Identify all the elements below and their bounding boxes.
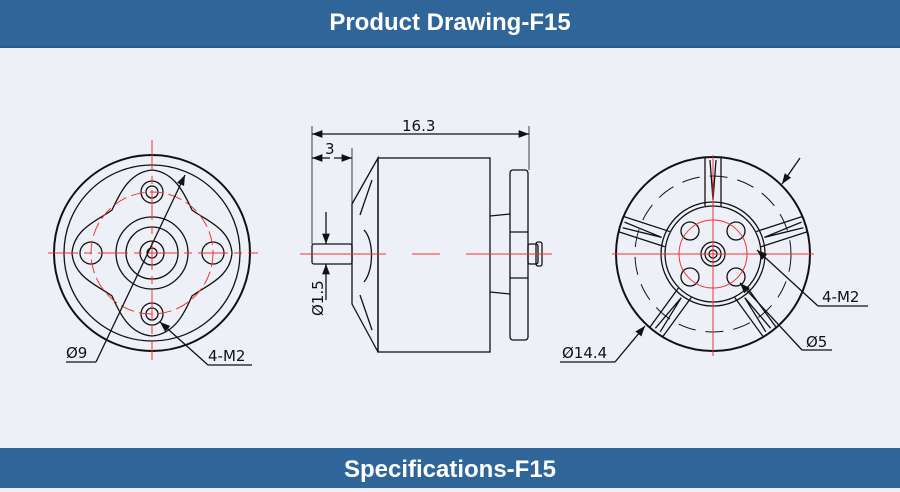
product-drawing: Ø9 4-M2 16.3 3 Ø1.5 — [48, 117, 868, 366]
rear-view — [560, 155, 868, 363]
side-view — [300, 126, 552, 353]
side-shaft-length-label: 3 — [325, 140, 335, 158]
rear-circle-label: Ø5 — [806, 333, 827, 351]
front-hole-label: 4-M2 — [208, 347, 245, 365]
front-view — [48, 140, 258, 366]
footer-banner: Specifications-F15 — [0, 448, 900, 488]
side-length-label: 16.3 — [402, 117, 435, 135]
rear-diameter-label: Ø14.4 — [562, 344, 607, 362]
rear-hole-label: 4-M2 — [822, 288, 859, 306]
section-title: Specifications-F15 — [343, 456, 557, 483]
side-shaft-diameter-label: Ø1.5 — [309, 280, 327, 316]
front-diameter-label: Ø9 — [66, 344, 87, 362]
header-banner: Product Drawing-F15 — [0, 0, 900, 48]
page-title: Product Drawing-F15 — [329, 9, 571, 36]
